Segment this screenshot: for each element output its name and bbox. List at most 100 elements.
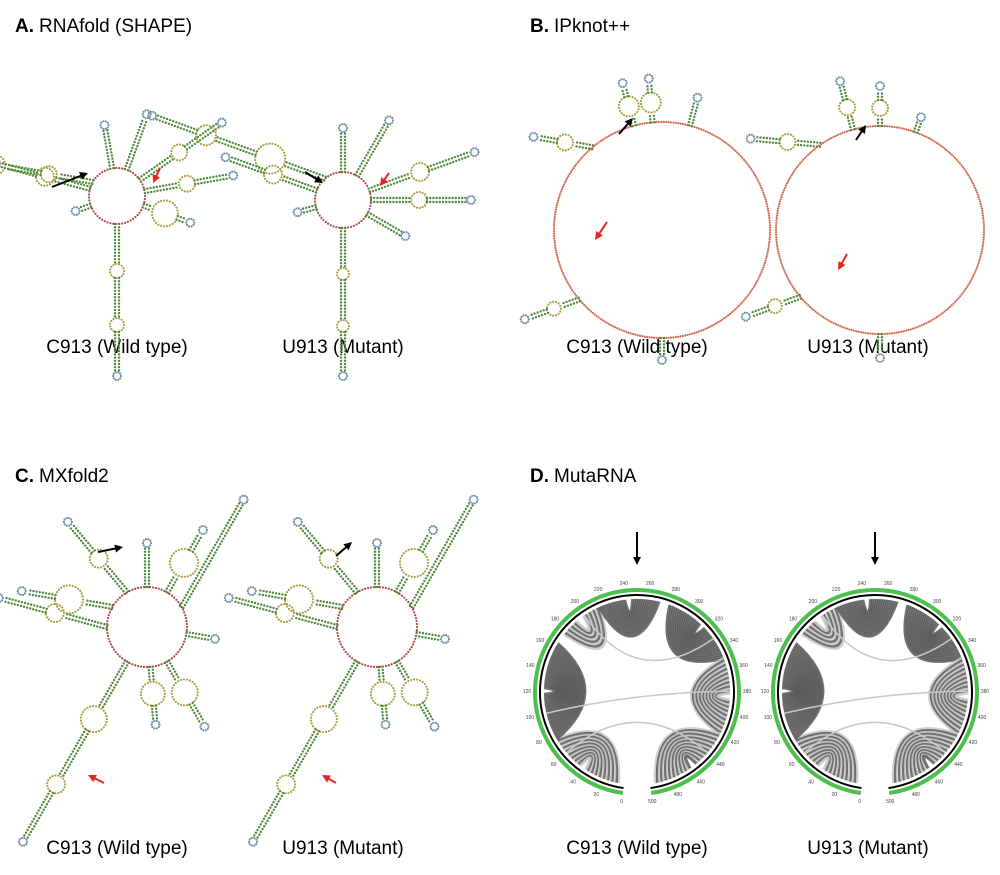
nucleotide — [17, 592, 20, 595]
nucleotide — [902, 330, 905, 333]
nucleotide — [116, 680, 119, 684]
nucleotide — [386, 123, 389, 126]
nucleotide — [824, 140, 827, 143]
nucleotide — [542, 309, 545, 312]
nucleotide — [775, 224, 778, 227]
tick-label: 160 — [774, 638, 783, 644]
nucleotide — [787, 301, 791, 305]
tick-label: 0 — [620, 799, 623, 805]
nucleotide — [564, 133, 567, 136]
nucleotide — [331, 705, 335, 709]
nucleotide — [292, 788, 295, 791]
nucleotide — [125, 664, 129, 667]
nucleotide — [261, 827, 264, 831]
nucleotide — [162, 686, 165, 690]
chord — [618, 598, 639, 618]
nucleotide — [377, 560, 381, 563]
chord — [844, 599, 890, 630]
nucleotide — [382, 200, 385, 204]
chord — [802, 607, 843, 648]
nucleotide — [767, 303, 770, 306]
nucleotide — [201, 633, 204, 636]
nucleotide — [747, 293, 750, 296]
nucleotide — [454, 200, 457, 204]
nucleotide — [271, 142, 274, 145]
nucleotide — [71, 584, 74, 587]
chord — [795, 731, 857, 783]
nucleotide — [768, 224, 771, 227]
nucleotide — [69, 518, 73, 521]
nucleotide — [819, 141, 822, 145]
nucleotide — [401, 237, 404, 240]
chord — [940, 671, 967, 722]
nucleotide — [336, 557, 339, 560]
nucleotide — [466, 505, 469, 508]
nucleotide — [337, 268, 340, 272]
nucleotide — [941, 145, 944, 149]
nucleotide — [189, 574, 192, 577]
nucleotide — [35, 177, 38, 180]
nucleotide — [191, 139, 194, 142]
nucleotide — [219, 125, 222, 128]
nucleotide — [105, 625, 109, 629]
chord — [690, 657, 725, 736]
nucleotide — [45, 616, 49, 619]
nucleotide — [747, 313, 751, 316]
nucleotide — [147, 669, 150, 672]
nucleotide — [341, 645, 344, 649]
nucleotide — [435, 526, 438, 529]
nucleotide — [432, 196, 435, 200]
nucleotide — [339, 246, 343, 249]
nucleotide — [375, 585, 379, 589]
nucleotide — [355, 587, 358, 590]
nucleotide — [105, 602, 108, 606]
nucleotide — [44, 611, 47, 614]
nucleotide — [309, 719, 313, 722]
nucleotide — [343, 142, 347, 145]
nucleotide — [21, 593, 25, 596]
nucleotide — [333, 695, 336, 698]
chord — [606, 599, 652, 630]
panel-letter: B. — [530, 16, 549, 37]
nucleotide — [335, 570, 339, 573]
nucleotide — [118, 655, 121, 658]
nucleotide — [333, 703, 336, 706]
nucleotide — [281, 166, 284, 169]
nucleotide — [421, 191, 424, 194]
nucleotide — [336, 689, 339, 693]
nucleotide — [659, 98, 662, 101]
tick-label: 480 — [674, 792, 683, 798]
nucleotide — [955, 298, 958, 302]
nucleotide — [168, 669, 172, 673]
nucleotide — [36, 605, 39, 608]
nucleotide — [185, 678, 189, 681]
nucleotide — [40, 167, 43, 170]
nucleotide — [296, 613, 299, 616]
nucleotide — [253, 168, 257, 172]
nucleotide — [231, 513, 234, 516]
nucleotide — [553, 137, 556, 140]
nucleotide — [343, 154, 347, 158]
nucleotide — [117, 366, 121, 369]
nucleotide — [559, 304, 562, 307]
nucleotide — [440, 640, 443, 643]
nucleotide — [191, 131, 195, 134]
nucleotide — [776, 298, 779, 301]
nucleotide — [133, 140, 136, 144]
nucleotide — [746, 139, 749, 143]
nucleotide — [157, 223, 160, 226]
nucleotide — [117, 577, 120, 581]
nucleotide — [193, 682, 196, 686]
nucleotide — [397, 228, 400, 232]
nucleotide — [151, 216, 154, 219]
nucleotide — [909, 328, 912, 331]
nucleotide — [234, 600, 237, 604]
nucleotide — [293, 780, 296, 783]
nucleotide — [82, 730, 86, 734]
nucleotide — [415, 206, 418, 209]
nucleotide — [181, 599, 185, 602]
nucleotide — [378, 131, 381, 135]
nucleotide — [399, 662, 402, 665]
nucleotide — [306, 529, 310, 533]
